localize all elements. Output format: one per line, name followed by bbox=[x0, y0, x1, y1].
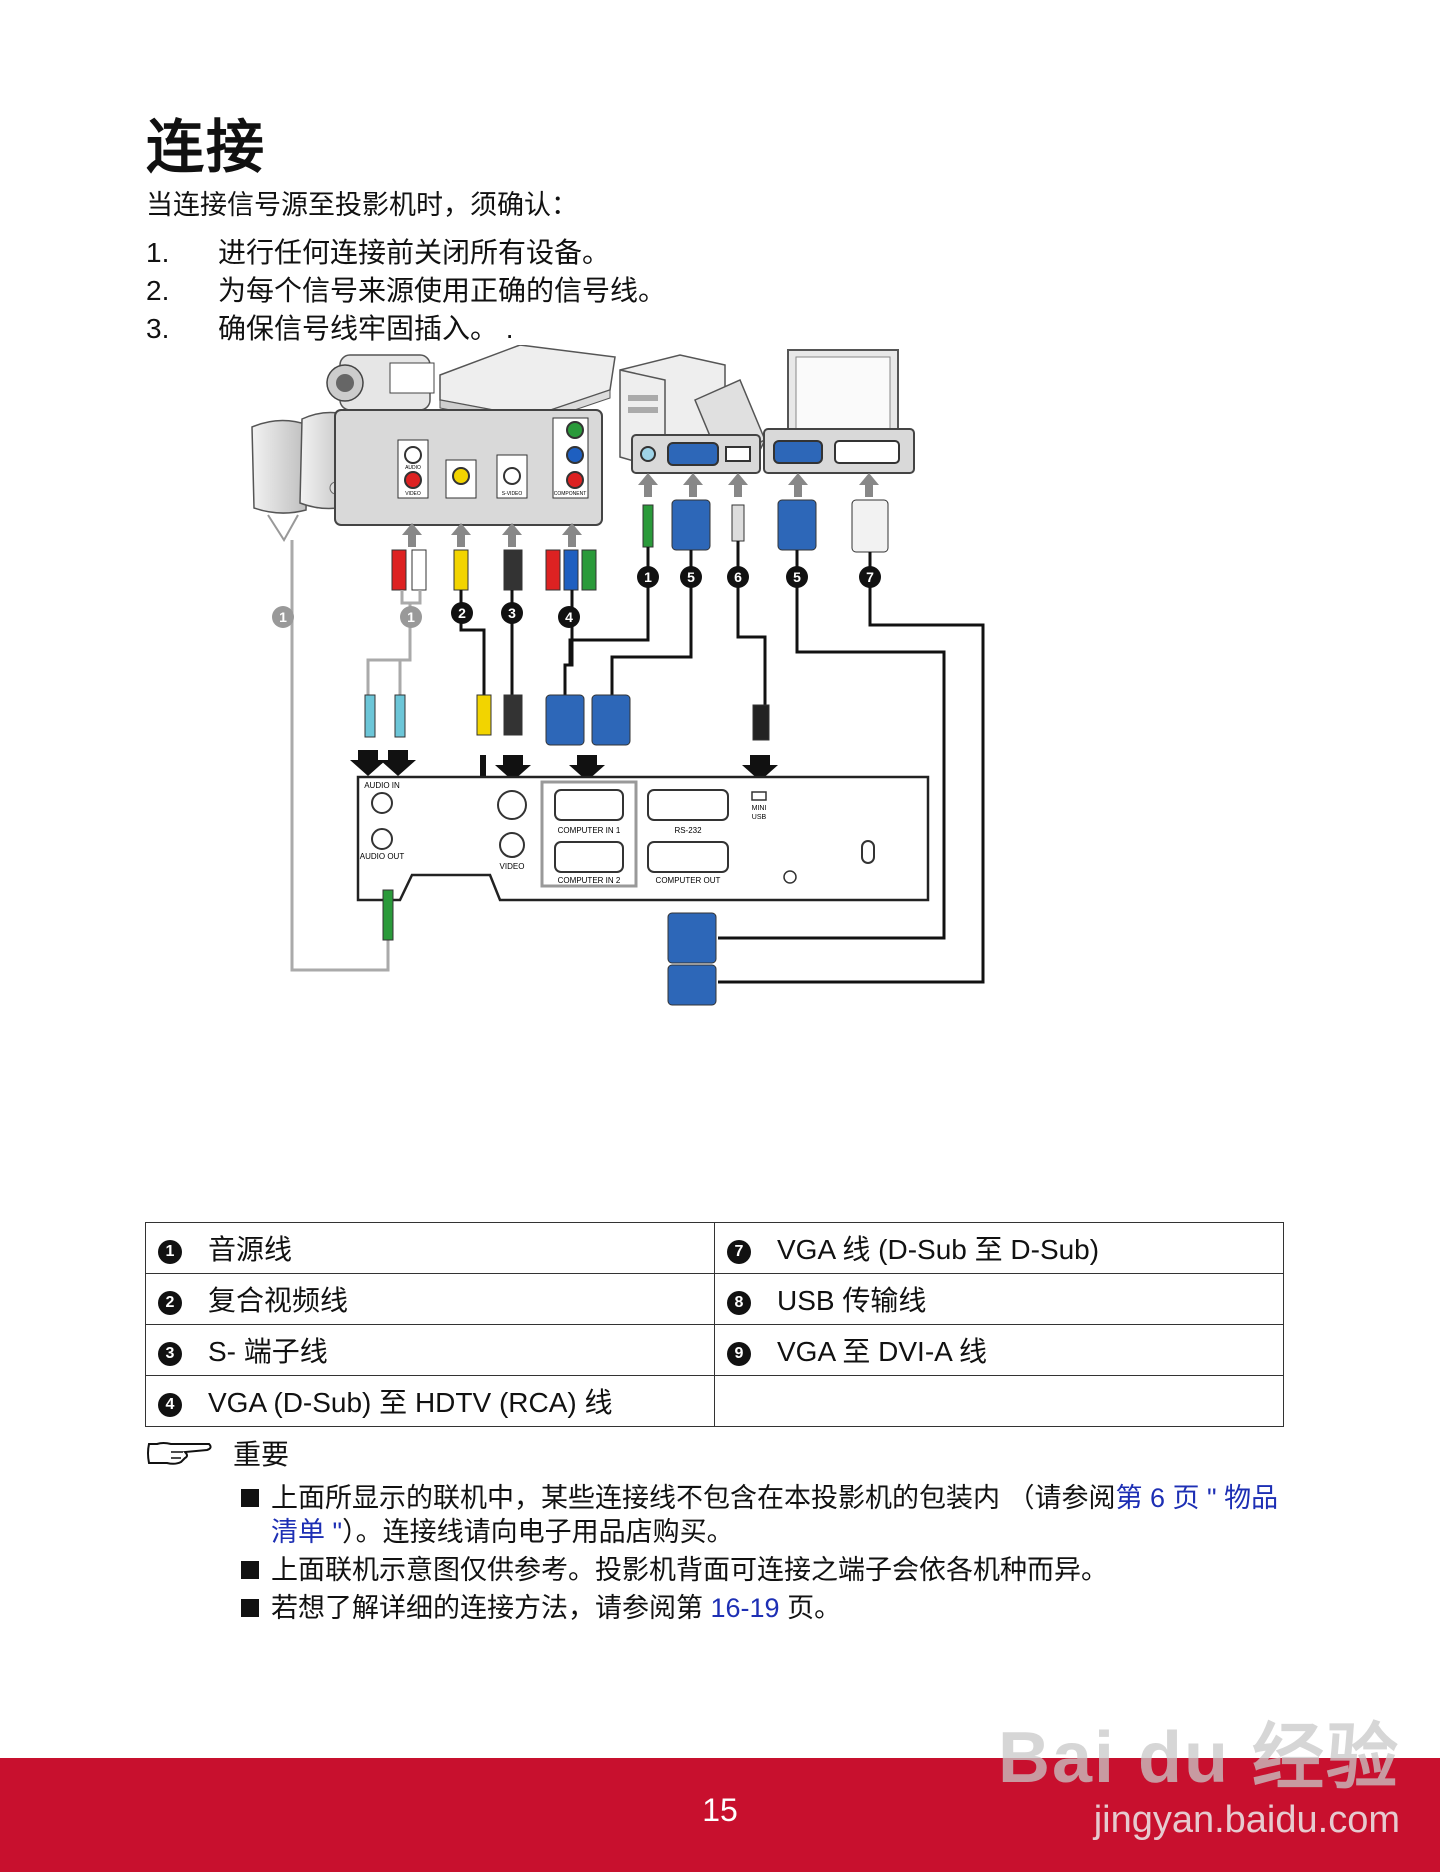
table-row: 3 S- 端子线 9 VGA 至 DVI-A 线 bbox=[145, 1324, 1284, 1376]
cable-legend-table: 1 音源线 7 VGA 线 (D-Sub 至 D-Sub) 2 复合视频线 8 USB … bbox=[145, 1222, 1284, 1427]
legend-number: 2 bbox=[158, 1290, 182, 1315]
label-computer-out: COMPUTER OUT bbox=[656, 876, 721, 885]
page-title: 连接 bbox=[146, 115, 267, 180]
step-text: 为每个信号来源使用正确的信号线。 bbox=[218, 275, 667, 306]
callout-4: 4 bbox=[565, 609, 573, 625]
intro-text: 当连接信号源至投影机时，须确认： bbox=[146, 190, 578, 220]
projector-back-panel: AUDIO IN AUDIO OUT VIDEO COMPUTER IN 1 C… bbox=[356, 775, 930, 902]
note-heading: 重要 bbox=[233, 1439, 290, 1470]
label-audio-src: AUDIO bbox=[405, 465, 421, 471]
callout-2: 2 bbox=[458, 605, 466, 621]
label-rs232: RS-232 bbox=[674, 826, 702, 835]
legend-cell: 7 VGA 线 (D-Sub 至 D-Sub) bbox=[714, 1222, 1284, 1274]
label-component-src: COMPONENT bbox=[554, 491, 587, 497]
label-svideo-src: S-VIDEO bbox=[502, 491, 523, 497]
legend-cell-empty bbox=[714, 1375, 1284, 1427]
note-text: 上面联机示意图仅供参考。投影机背面可连接之端子会依各机种而异。 bbox=[271, 1555, 1108, 1585]
label-audio-out: AUDIO OUT bbox=[360, 852, 405, 861]
list-item: 上面联机示意图仅供参考。投影机背面可连接之端子会依各机种而异。 bbox=[241, 1553, 1295, 1587]
legend-number: 3 bbox=[158, 1341, 182, 1366]
list-item: 若想了解详细的连接方法，请参阅第 16-19 页。 bbox=[241, 1591, 1295, 1625]
legend-cell: 9 VGA 至 DVI-A 线 bbox=[714, 1324, 1284, 1376]
legend-text: 音源线 bbox=[208, 1234, 293, 1265]
computer-plugs bbox=[642, 499, 889, 553]
link-pages[interactable]: 16-19 bbox=[710, 1593, 780, 1623]
callout-7: 7 bbox=[866, 569, 874, 585]
monitor-port-panel bbox=[763, 428, 915, 474]
step-text: 进行任何连接前关闭所有设备。 bbox=[218, 237, 611, 268]
label-video-src: VIDEO bbox=[405, 491, 421, 497]
legend-cell: 8 USB 传输线 bbox=[714, 1273, 1284, 1325]
callout-5b: 5 bbox=[793, 569, 801, 585]
note-text: 上面所显示的联机中，某些连接线不包含在本投影机的包装内 （请参阅 bbox=[271, 1483, 1116, 1513]
connection-diagram: VIDEO AUDIO S-VIDEO COMPONENT bbox=[251, 345, 985, 1006]
legend-text: USB 传输线 bbox=[777, 1285, 927, 1316]
label-computer-in-2: COMPUTER IN 2 bbox=[558, 876, 621, 885]
callout-5a: 5 bbox=[687, 569, 695, 585]
page-number: 15 bbox=[702, 1792, 738, 1828]
table-row: 4 VGA (D-Sub) 至 HDTV (RCA) 线 bbox=[145, 1375, 1284, 1427]
step-item: 1. 进行任何连接前关闭所有设备。 bbox=[146, 234, 666, 272]
legend-cell: 3 S- 端子线 bbox=[145, 1324, 715, 1376]
legend-text: 复合视频线 bbox=[208, 1285, 349, 1316]
watermark-url: jingyan.baidu.com bbox=[1093, 1799, 1400, 1841]
rca-plugs bbox=[391, 549, 597, 591]
table-row: 1 音源线 7 VGA 线 (D-Sub 至 D-Sub) bbox=[145, 1222, 1284, 1274]
step-number: 1. bbox=[146, 237, 170, 268]
source-av-panel: VIDEO AUDIO S-VIDEO COMPONENT bbox=[334, 409, 603, 526]
legend-number: 9 bbox=[727, 1341, 751, 1366]
label-mini: MINI bbox=[752, 805, 767, 812]
callout-badges: 1 1 2 3 4 1 5 6 5 7 bbox=[272, 566, 881, 628]
label-video: VIDEO bbox=[500, 862, 525, 871]
legend-cell: 1 音源线 bbox=[145, 1222, 715, 1274]
legend-cell: 4 VGA (D-Sub) 至 HDTV (RCA) 线 bbox=[145, 1375, 715, 1427]
input-arrows bbox=[402, 473, 879, 547]
note-text: 页。 bbox=[779, 1593, 842, 1623]
label-audio-in: AUDIO IN bbox=[364, 781, 400, 790]
legend-cell: 2 复合视频线 bbox=[145, 1273, 715, 1325]
label-computer-in-1: COMPUTER IN 1 bbox=[558, 826, 621, 835]
callout-1b: 1 bbox=[407, 609, 415, 625]
legend-number: 4 bbox=[158, 1392, 182, 1417]
list-item: 上面所显示的联机中，某些连接线不包含在本投影机的包装内 （请参阅第 6 页 " … bbox=[241, 1481, 1295, 1549]
note-text: 若想了解详细的连接方法，请参阅第 bbox=[271, 1593, 711, 1623]
label-usb: USB bbox=[752, 814, 767, 821]
table-row: 2 复合视频线 8 USB 传输线 bbox=[145, 1273, 1284, 1325]
watermark-logo: Bai du 经验 bbox=[997, 1718, 1400, 1798]
step-number: 3. bbox=[146, 313, 170, 344]
step-item: 3. 确保信号线牢固插入。 . bbox=[146, 310, 666, 348]
output-plugs bbox=[382, 889, 717, 1006]
legend-text: VGA (D-Sub) 至 HDTV (RCA) 线 bbox=[208, 1387, 613, 1418]
note-list: 上面所显示的联机中，某些连接线不包含在本投影机的包装内 （请参阅第 6 页 " … bbox=[241, 1481, 1295, 1625]
step-number: 2. bbox=[146, 275, 170, 306]
projector-input-plugs bbox=[364, 694, 770, 746]
computer-port-panel bbox=[631, 434, 761, 474]
steps-list: 1. 进行任何连接前关闭所有设备。 2. 为每个信号来源使用正确的信号线。 3.… bbox=[146, 234, 666, 348]
legend-number: 7 bbox=[727, 1239, 751, 1264]
step-text: 确保信号线牢固插入。 . bbox=[218, 313, 514, 344]
legend-number: 1 bbox=[158, 1239, 182, 1264]
link-packing-list[interactable]: 第 6 页 " 物品清单 " bbox=[271, 1483, 1279, 1547]
callout-1c: 1 bbox=[644, 569, 652, 585]
callout-1a: 1 bbox=[279, 609, 287, 625]
legend-text: S- 端子线 bbox=[208, 1336, 328, 1367]
baidu-watermark: Bai du 经验 jingyan.baidu.com bbox=[998, 1698, 1400, 1842]
note-text: ）。连接线请向电子用品店购买。 bbox=[342, 1517, 734, 1547]
callout-6: 6 bbox=[734, 569, 742, 585]
callout-3: 3 bbox=[508, 605, 516, 621]
legend-text: VGA 至 DVI-A 线 bbox=[777, 1336, 988, 1367]
cables bbox=[290, 540, 985, 984]
legend-text: VGA 线 (D-Sub 至 D-Sub) bbox=[777, 1234, 1100, 1265]
step-item: 2. 为每个信号来源使用正确的信号线。 bbox=[146, 272, 666, 310]
important-note: 重要 上面所显示的联机中，某些连接线不包含在本投影机的包装内 （请参阅第 6 页… bbox=[145, 1433, 1295, 1629]
legend-number: 8 bbox=[727, 1290, 751, 1315]
page-footer: 15 Bai du 经验 jingyan.baidu.com bbox=[0, 1718, 1440, 1872]
camcorder-icon bbox=[326, 354, 435, 411]
pointing-hand-icon bbox=[147, 1442, 212, 1465]
